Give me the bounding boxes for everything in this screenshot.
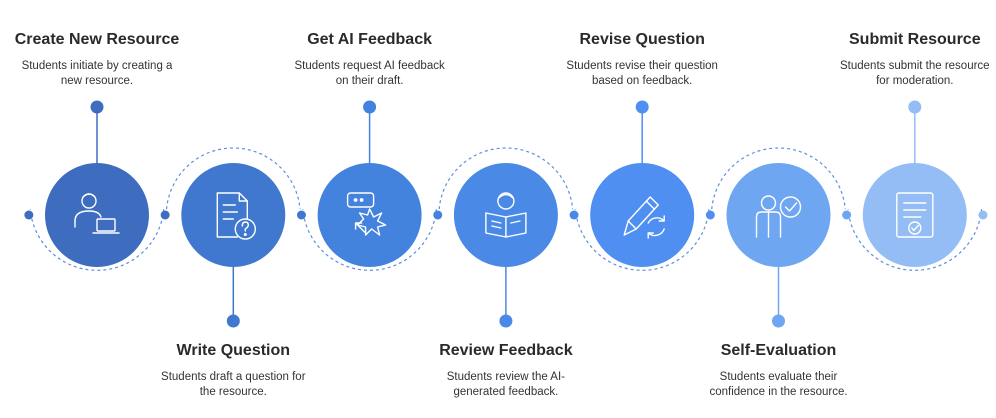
step-description-line: Students initiate by creating a [21,60,173,72]
step-description: Students review the AI-generated feedbac… [406,370,606,400]
step-description-line: based on feedback. [591,75,693,87]
form-check-icon [896,192,934,238]
stem-end-dot [499,314,513,328]
connector-dot [296,210,306,220]
stem-end-dot [908,100,922,114]
connector-dot [160,210,170,220]
step-description-line: Students draft a question for [161,371,306,383]
person-check-icon [755,195,802,238]
step-description-line: for moderation. [876,75,954,87]
step-description-line: Students submit the resource [840,60,990,72]
step-circle [862,163,967,267]
document-question-icon [216,192,257,240]
step-description-line: Students revise their question [566,60,718,72]
step-title: Submit Resource [849,31,981,48]
step-circle [181,163,286,267]
dashed-ring-arc [711,147,846,210]
person-laptop-icon [74,193,120,234]
connector-dot [842,210,852,220]
step-description: Students evaluate their confidence in the… [679,370,879,400]
step-description-line: confidence in the resource. [709,386,848,398]
stem-end-dot [363,100,377,114]
step-description: Students initiate by creating a new resou… [0,59,197,89]
dashed-ring-arc [165,147,301,210]
step-title: Revise Question [579,31,705,48]
step-description-line: on their draft. [335,75,404,87]
step-description: Students revise their question based on f… [542,59,742,89]
stem-end-dot [90,100,104,114]
connector-dot [24,210,34,220]
dashed-ring-arc [847,209,983,271]
step-description-line: new resource. [60,75,134,87]
step-circle [45,163,149,267]
step-circle [453,163,558,267]
connector-dot [705,210,715,220]
step-description: Students submit the resource for moderati… [815,59,996,89]
step-title: Review Feedback [439,342,573,359]
chat-cursor-click-icon [346,192,387,236]
step-description: Students request AI feedback on their dra… [270,59,470,89]
step-circle [317,163,422,267]
dashed-ring-arc [302,209,437,271]
dashed-ring-arc [574,209,710,271]
connector-dot [978,210,988,220]
step-title: Write Question [176,342,291,359]
step-description-line: the resource. [199,386,267,398]
step-description-line: Students review the AI- [446,371,566,383]
step-description-line: Students request AI feedback [294,60,445,72]
step-description-line: Students evaluate their [719,371,838,383]
step-title: Get AI Feedback [307,31,432,48]
connector-dot [433,210,443,220]
pencil-refresh-icon [623,196,665,239]
step-title: Create New Resource [14,31,180,48]
stem-end-dot [226,314,240,328]
connector-dot [569,210,579,220]
dashed-ring-arc [29,209,165,271]
person-reading-icon [485,192,527,238]
stem-end-dot [635,100,649,114]
step-circle [726,163,831,267]
step-description: Students draft a question for the resourc… [133,370,333,400]
step-circle [590,163,695,267]
step-title: Self-Evaluation [720,342,837,359]
step-description-line: generated feedback. [453,386,559,398]
stem-end-dot [772,314,785,328]
dashed-ring-arc [438,147,574,210]
